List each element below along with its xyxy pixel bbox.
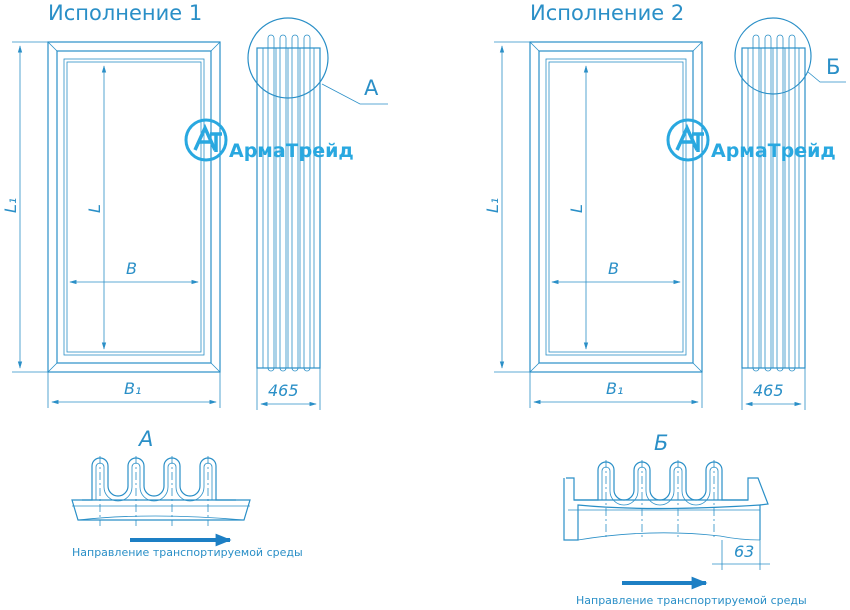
variant-1-front-view: [47, 41, 221, 373]
variant-2-dim-B: B: [551, 259, 681, 285]
variant-2-detail-title: Б: [654, 431, 668, 455]
variant-1-detail-title: А: [137, 427, 153, 451]
variant-2: Исполнение 2 L₁ L B: [483, 1, 846, 607]
variant-1-dim-depth: 465: [256, 368, 321, 410]
variant-2-label-B1: B₁: [606, 379, 623, 398]
variant-1: Исполнение 1 L₁ L B: [1, 1, 388, 559]
armatreid-logo-icon: [184, 118, 228, 162]
variant-2-label-B: B: [608, 259, 619, 278]
variant-2-dim-depth: 465: [741, 368, 806, 410]
variant-2-title: Исполнение 2: [530, 1, 684, 25]
variant-1-dim-L1: L₁: [1, 41, 48, 373]
variant-2-callout-label: Б: [826, 55, 840, 79]
logo-text-2: АрмаТрейд: [711, 140, 836, 162]
variant-1-label-L1: L₁: [1, 198, 20, 213]
variant-1-label-B1: B₁: [124, 379, 141, 398]
variant-1-label-depth: 465: [268, 381, 299, 400]
variant-2-callout-circle: [734, 17, 812, 95]
variant-1-dim-B: B: [69, 259, 199, 285]
variant-2-dim-L: L: [567, 65, 589, 350]
variant-1-label-B: B: [126, 259, 137, 278]
variant-1-title: Исполнение 1: [48, 1, 202, 25]
variant-1-callout-label: А: [364, 76, 379, 100]
variant-1-side-view: А: [247, 17, 388, 372]
armatreid-logo-icon: [666, 118, 710, 162]
variant-2-detail: Б 63 Направление транспортируемой среды: [563, 431, 807, 607]
armatreid-logo-1: АрмаТрейд: [184, 118, 354, 162]
variant-2-dim-B1: B₁: [529, 372, 703, 408]
logo-text-1: АрмаТрейд: [229, 140, 354, 162]
variant-2-label-L: L: [567, 204, 586, 213]
variant-1-dim-L: L: [85, 65, 107, 350]
variant-1-label-L: L: [85, 204, 104, 213]
variant-1-callout-circle: [247, 17, 329, 99]
variant-1-flow-note: Направление транспортируемой среды: [72, 546, 303, 559]
variant-2-side-view: Б: [734, 17, 846, 372]
variant-2-label-depth: 465: [753, 381, 784, 400]
variant-2-dim-L1: L₁: [483, 41, 530, 373]
variant-2-front-view: [529, 41, 703, 373]
variant-2-label-L1: L₁: [483, 198, 502, 213]
variant-2-label-63: 63: [734, 542, 754, 561]
variant-1-detail: А Направление транспортируемой среды: [71, 427, 303, 559]
variant-2-flow-note: Направление транспортируемой среды: [576, 594, 807, 607]
armatreid-logo-2: АрмаТрейд: [666, 118, 836, 162]
variant-1-dim-B1: B₁: [47, 372, 221, 408]
